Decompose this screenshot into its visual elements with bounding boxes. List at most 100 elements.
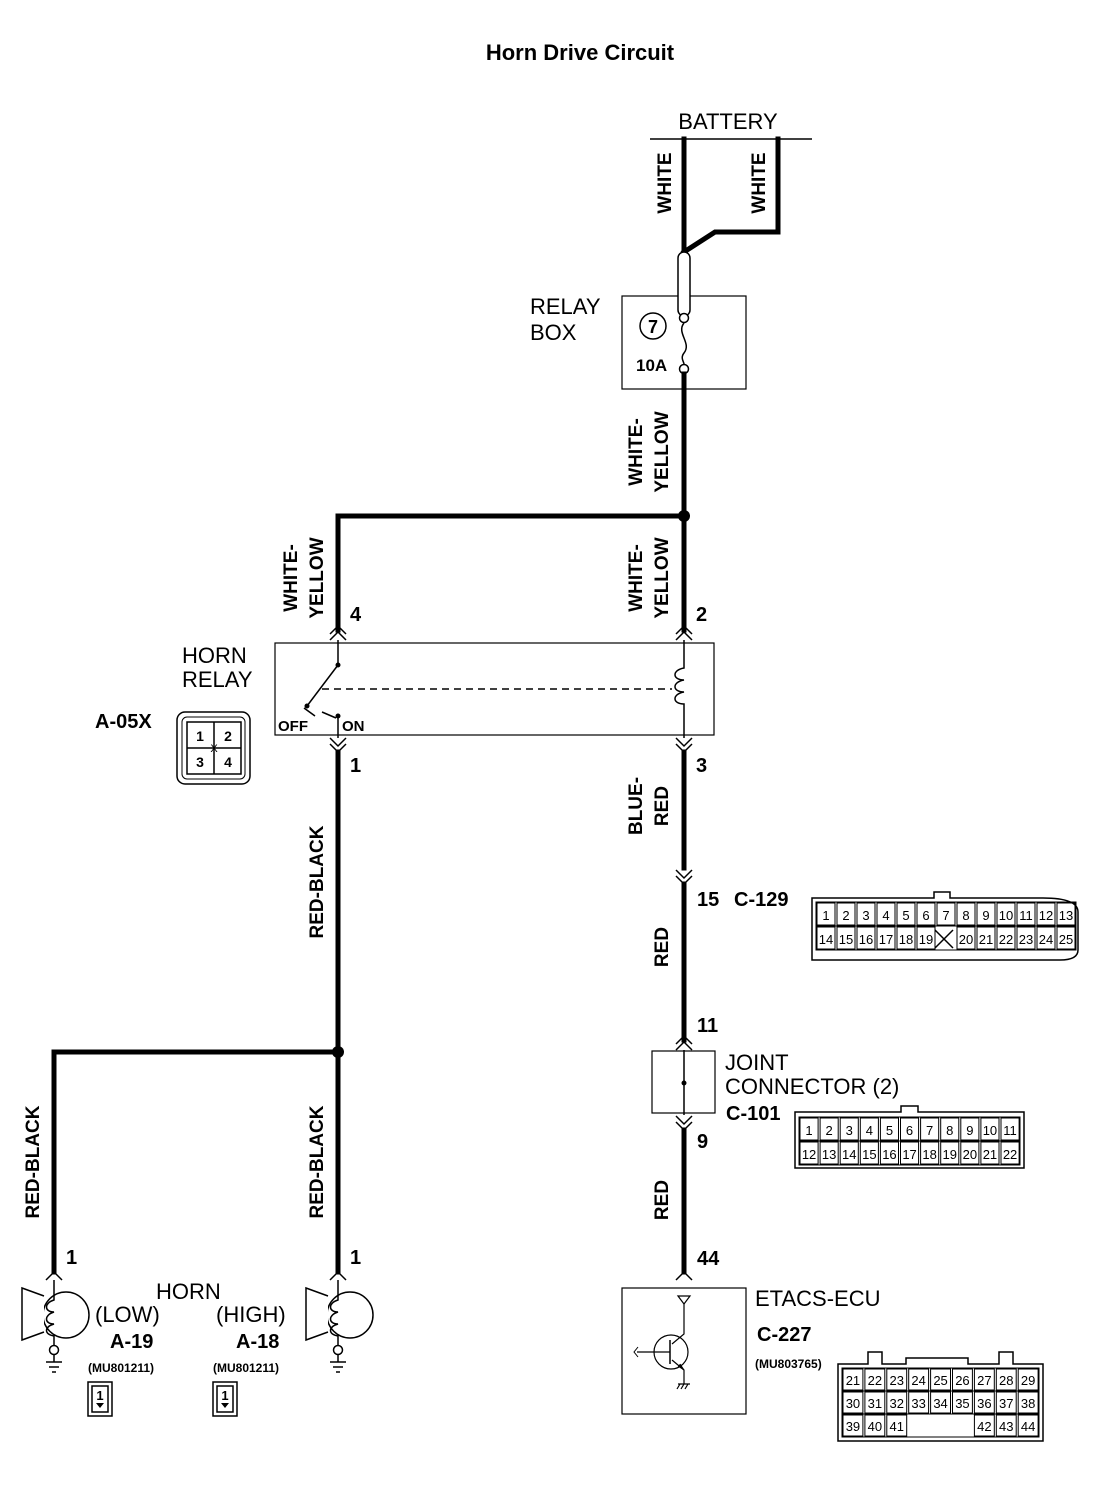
joint-connector-id: C-101 (726, 1103, 780, 1125)
transistor-icon (633, 1295, 692, 1390)
c101-pin-label: 2 (826, 1123, 833, 1138)
wire-pin3-label-2: RED (652, 786, 673, 826)
c227-pin-cell (864, 1368, 886, 1391)
c227-pin-cell (886, 1391, 908, 1414)
fuse-element (681, 322, 687, 365)
c227-pin-cell (886, 1414, 908, 1437)
c129-pin-cell (976, 902, 996, 926)
relay-switch-off-tick (303, 707, 316, 717)
c227-pin-cell (886, 1368, 908, 1391)
relay-connector-outer (176, 711, 251, 785)
c129-pin-label: 13 (1059, 908, 1073, 923)
wire-relaybox-out-label-1: WHITE- (626, 418, 647, 486)
c227-pin-label: 31 (868, 1396, 882, 1411)
c227-pin-cell (1017, 1391, 1039, 1414)
c101-pin-cell (1000, 1117, 1020, 1141)
c101-pin-cell (940, 1141, 960, 1165)
horn-high-part-number: (MU801211) (213, 1361, 279, 1375)
c101-pin-label: 6 (906, 1123, 913, 1138)
c101-pin-cell (819, 1141, 839, 1165)
c227-pin-cell (1017, 1368, 1039, 1391)
joint-connector-pin-out: 9 (697, 1131, 708, 1153)
relay-box-label-line1: RELAY (530, 294, 601, 319)
horn-low-pin: 1 (66, 1247, 77, 1269)
wire-pin2-label-2: YELLOW (652, 537, 673, 618)
battery-wire-right (680, 136, 781, 256)
c129-pin-cell (876, 902, 896, 926)
wire-to-horn-low (51, 1049, 341, 1275)
c101-pin-cell (920, 1117, 940, 1141)
c101-pin-label: 11 (1003, 1123, 1017, 1138)
c129-pin-cell (816, 926, 836, 950)
c101-pin-label: 12 (802, 1147, 816, 1162)
wire-horn-high-label: RED-BLACK (307, 1105, 328, 1218)
c129-pin-label: 15 (839, 932, 853, 947)
c101-pin-label: 5 (886, 1123, 893, 1138)
c101-pin-cell (940, 1117, 960, 1141)
c101-pin-cell (859, 1141, 879, 1165)
fuse-body (677, 251, 691, 317)
c101-pin-label: 13 (822, 1147, 836, 1162)
c227-pin-cell (930, 1391, 951, 1414)
c227-pin-label: 33 (911, 1396, 925, 1411)
c129-pin-label: 10 (999, 908, 1013, 923)
c129-pin-label: 9 (982, 908, 989, 923)
relay-connector-pin-3: 3 (196, 754, 204, 770)
relay-pin2-terminal-icon (675, 624, 693, 641)
c227-pin-cell (842, 1391, 864, 1414)
c129-pin-cell (1036, 926, 1056, 950)
c227-pin-label: 40 (868, 1419, 882, 1434)
c227-pin-label: 30 (846, 1396, 860, 1411)
c129-pin-cell (856, 902, 876, 926)
wire-horn-low-label: RED-BLACK (23, 1105, 44, 1218)
horn-high-label: (HIGH) (216, 1302, 286, 1327)
c101-pin-label: 20 (963, 1147, 977, 1162)
c129-pin-label: 17 (879, 932, 893, 947)
horn-high-terminal-icon (329, 1270, 347, 1281)
battery-label: BATTERY (678, 109, 778, 134)
horn-relay-box (274, 642, 715, 736)
etacs-pin: 44 (697, 1248, 720, 1270)
relay-connector-pin-2: 2 (224, 728, 232, 744)
c101-pin-cell (900, 1141, 920, 1165)
fuse-number: 7 (648, 317, 658, 337)
horn-low-connector-pin: 1 (96, 1388, 103, 1403)
relay-connector-center: X (210, 743, 218, 755)
c101-pin-cell (799, 1141, 819, 1165)
joint-connector-dot (681, 1080, 687, 1086)
c101-pin-label: 9 (966, 1123, 973, 1138)
c129-pin-label: 12 (1039, 908, 1053, 923)
c227-pin-cell (1017, 1414, 1039, 1437)
horn-high-connector-icon (212, 1381, 238, 1417)
joint-connector-in-terminal-icon (675, 1034, 693, 1051)
c129-pin-cell (956, 926, 976, 950)
c129-pin-label: 7 (942, 908, 949, 923)
c101-pin-cell (900, 1117, 920, 1141)
c227-pin-label: 21 (846, 1373, 860, 1388)
etacs-connector-id: C-227 (757, 1324, 811, 1346)
c227-pin-cell (930, 1368, 951, 1391)
c227-pin-cell (842, 1368, 864, 1391)
c129-pin-cell (836, 902, 856, 926)
c129-pin-label: 16 (859, 932, 873, 947)
c227-pin-label: 39 (846, 1419, 860, 1434)
horn-low-terminal-icon (45, 1270, 63, 1281)
horn-label: HORN (156, 1279, 221, 1304)
horn-relay-label-line2: RELAY (182, 667, 253, 692)
c227-pin-label: 28 (999, 1373, 1013, 1388)
c129-pin-cell (1056, 902, 1076, 926)
c227-pin-label: 35 (955, 1396, 969, 1411)
c129-pin-cell (1056, 926, 1076, 950)
c227-pin-cell (952, 1391, 973, 1414)
horn-low-icon (21, 1280, 90, 1373)
wire-pin1-label: RED-BLACK (307, 825, 328, 938)
c129-pin-cell (916, 902, 936, 926)
c101-pin-cell (879, 1117, 900, 1141)
c101-pin-cell (920, 1141, 940, 1165)
c129-pin-cell (936, 902, 956, 926)
c101-pin-label: 17 (902, 1147, 916, 1162)
etacs-part-number: (MU803765) (755, 1357, 822, 1371)
wire-joint-ecu-label: RED (652, 1180, 673, 1220)
c129-connector-id: C-129 (734, 889, 788, 911)
